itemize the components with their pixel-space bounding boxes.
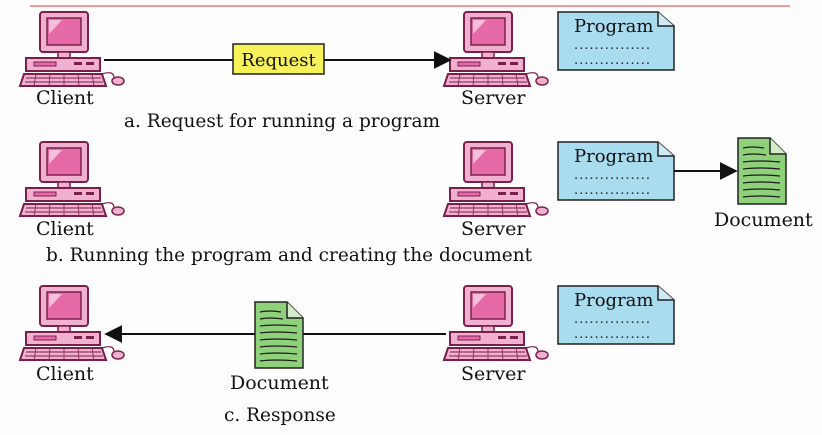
program-dots: ............... bbox=[574, 38, 651, 53]
request-label: Request bbox=[241, 50, 316, 71]
program-note-icon: Program ............... ............... bbox=[557, 11, 675, 71]
request-box bbox=[232, 43, 325, 75]
program-note-icon: Program ............... ............... bbox=[557, 285, 675, 345]
program-label: Program bbox=[574, 146, 653, 167]
client-label: Client bbox=[36, 218, 94, 240]
document-label: Document bbox=[230, 372, 329, 394]
client-label: Client bbox=[36, 363, 94, 385]
client-computer-icon bbox=[19, 141, 125, 217]
server-label: Server bbox=[461, 218, 526, 240]
program-dots: ............... bbox=[574, 53, 651, 68]
program-label: Program bbox=[574, 290, 653, 311]
server-computer-icon bbox=[443, 11, 549, 87]
program-dots: ............... bbox=[574, 183, 651, 198]
program-note-icon: Program ............... ............... bbox=[557, 141, 675, 201]
server-computer-icon bbox=[443, 285, 549, 361]
server-computer-icon bbox=[443, 141, 549, 217]
program-dots: ............... bbox=[574, 312, 651, 327]
client-computer-icon bbox=[19, 11, 125, 87]
client-computer-icon bbox=[19, 285, 125, 361]
program-label: Program bbox=[574, 16, 653, 37]
caption-a: a. Request for running a program bbox=[124, 111, 440, 132]
program-dots: ............... bbox=[574, 327, 651, 342]
document-icon bbox=[737, 137, 787, 205]
server-label: Server bbox=[461, 363, 526, 385]
caption-b: b. Running the program and creating the … bbox=[46, 245, 533, 266]
document-label: Document bbox=[714, 209, 813, 231]
document-icon bbox=[254, 301, 304, 369]
program-dots: ............... bbox=[574, 168, 651, 183]
caption-c: c. Response bbox=[224, 405, 336, 426]
client-label: Client bbox=[36, 87, 94, 109]
server-label: Server bbox=[461, 87, 526, 109]
